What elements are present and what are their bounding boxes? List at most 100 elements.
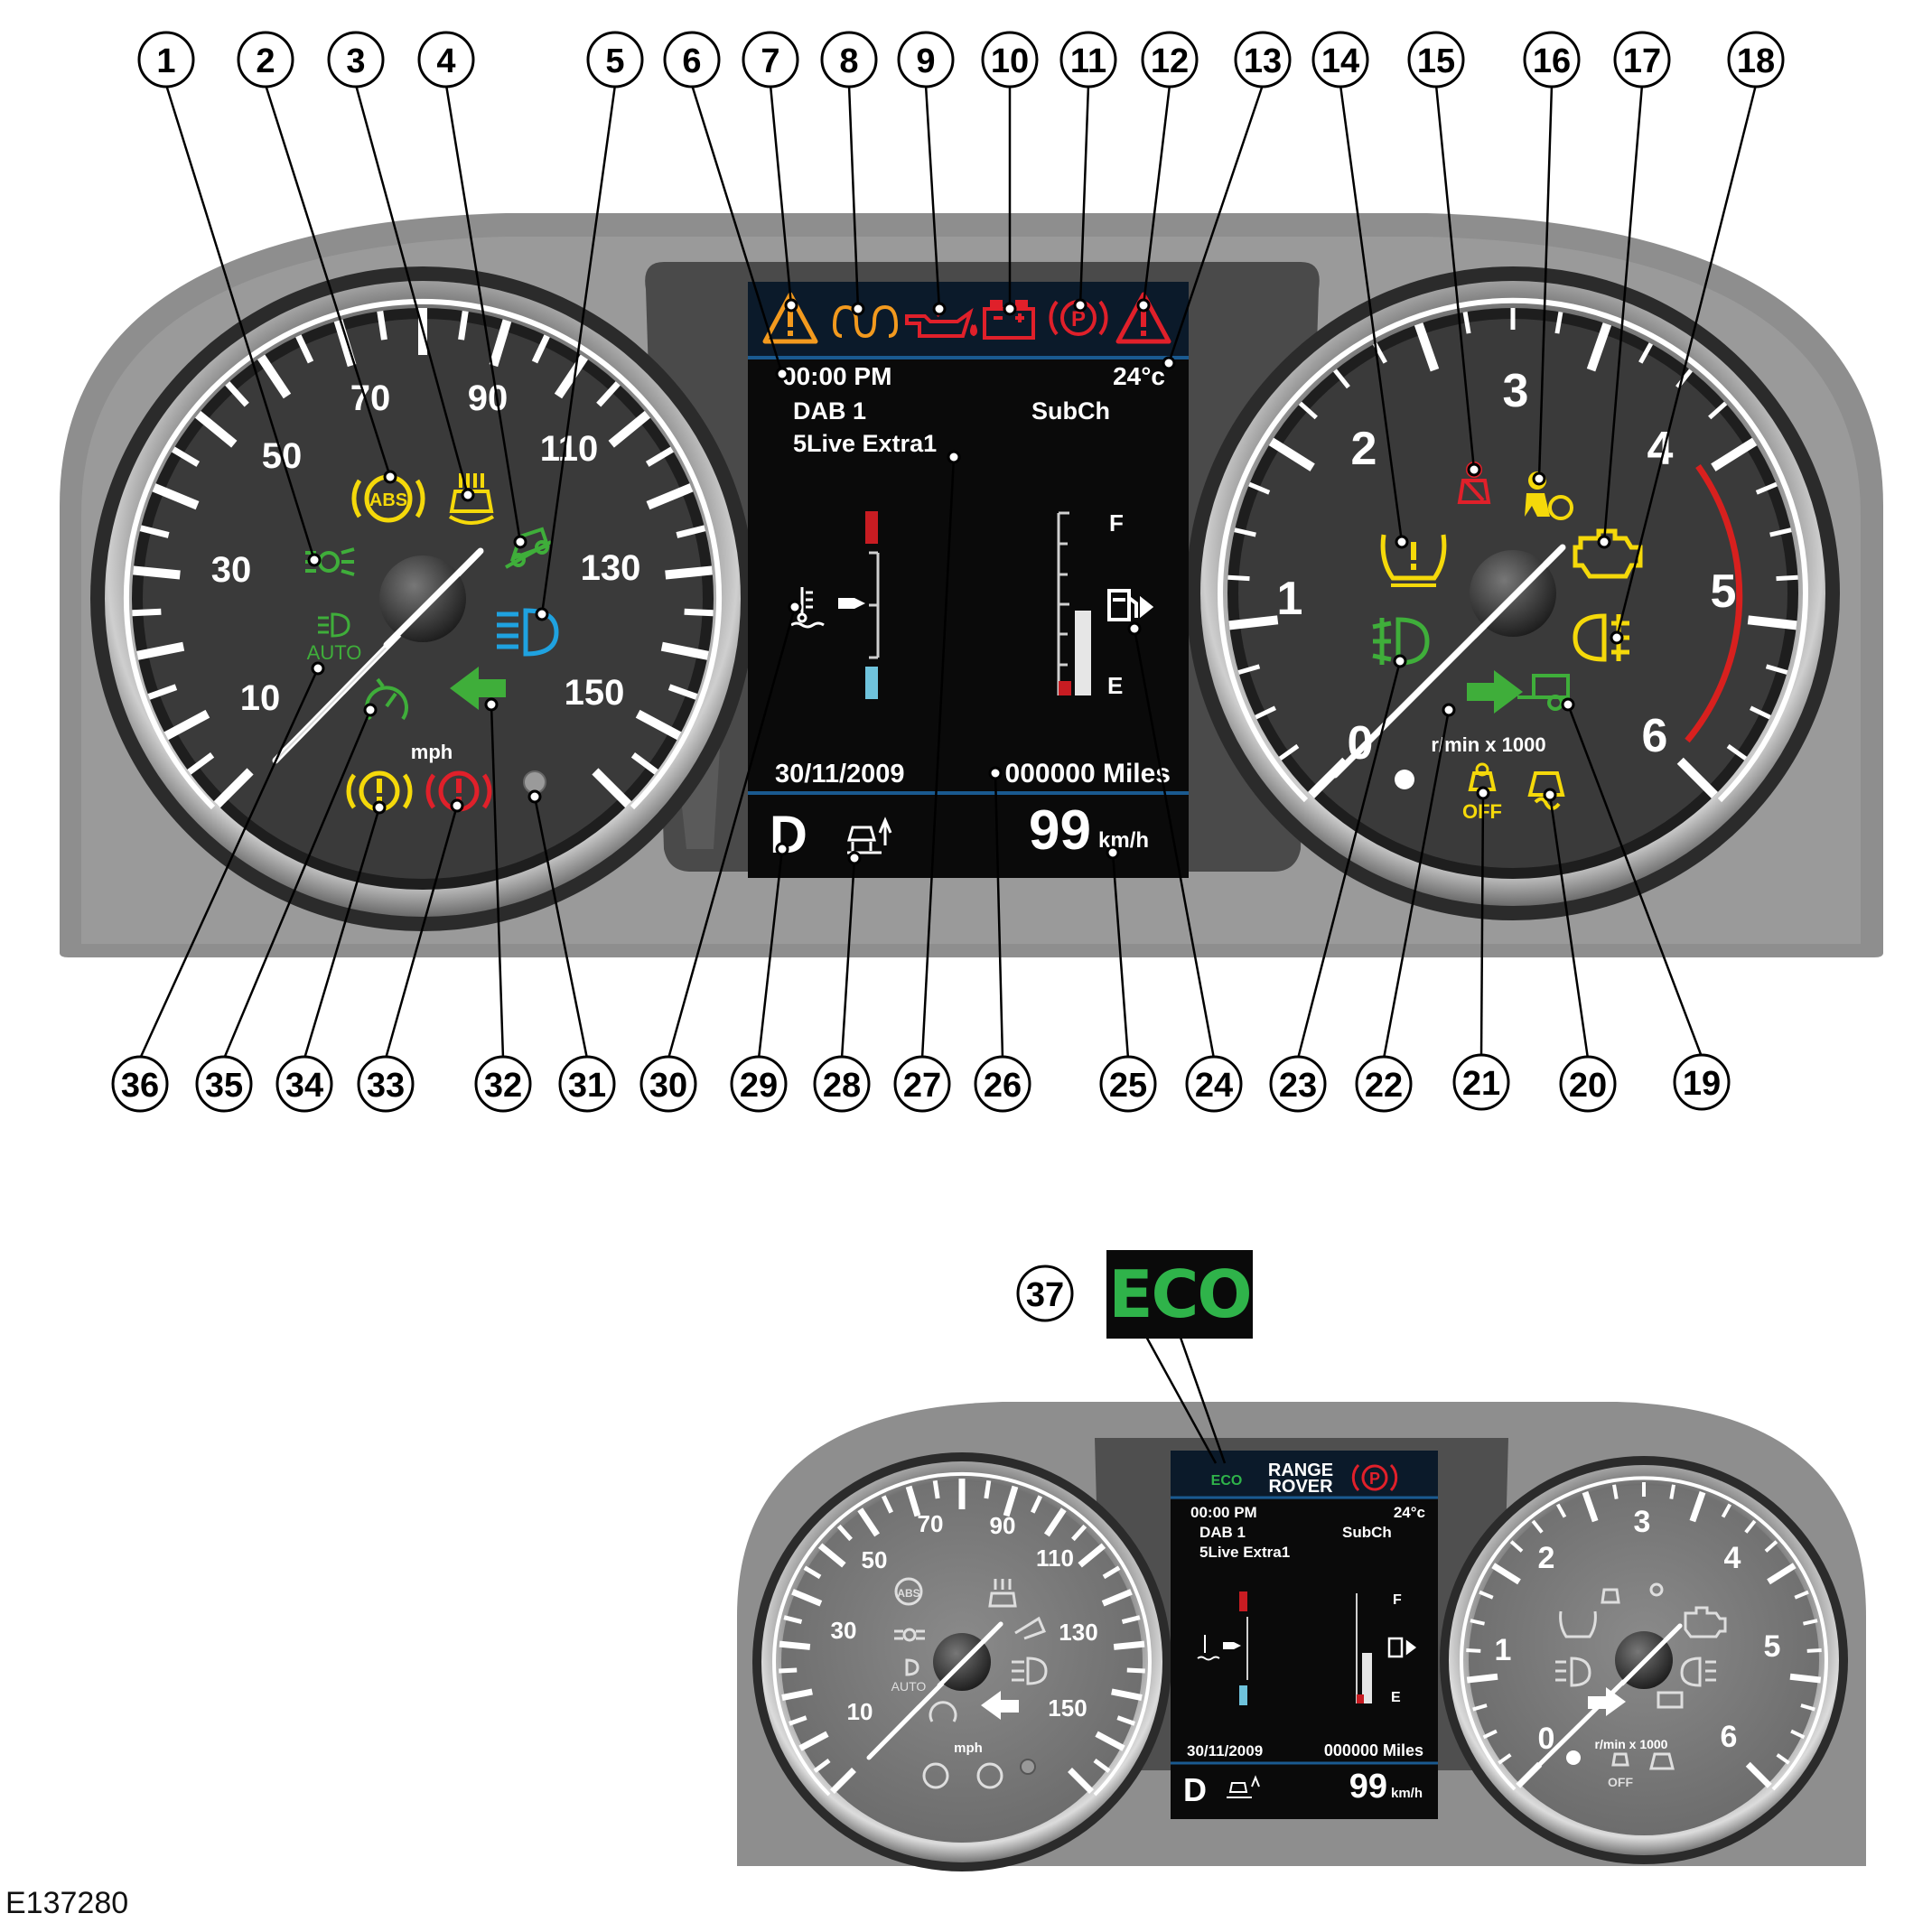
speedo-label-130: 130 bbox=[581, 548, 641, 588]
speedo-label-10: 10 bbox=[240, 678, 281, 718]
eco-cluster: 10 30 50 70 90 110 130 150 mph bbox=[737, 1402, 1866, 1871]
dial-tick bbox=[1669, 1484, 1675, 1499]
left-turn-indicator-icon bbox=[450, 667, 506, 710]
eco-tacho-label-3: 3 bbox=[1634, 1505, 1651, 1539]
callout-number: 10 bbox=[991, 42, 1029, 80]
dial-tick bbox=[489, 319, 512, 368]
leader-endpoint bbox=[775, 842, 789, 856]
leader-line bbox=[1296, 660, 1402, 1059]
tachometer: 0 1 2 3 4 5 6 r/min x 1000 bbox=[1186, 266, 1840, 920]
leader-endpoint bbox=[788, 600, 802, 614]
callout-circle bbox=[1407, 31, 1465, 89]
tacho-label-3: 3 bbox=[1503, 365, 1529, 417]
dial-tick bbox=[1093, 1759, 1111, 1773]
speedometer-scale-labels: 10 30 50 70 90 110 130 150 bbox=[211, 378, 641, 718]
svg-text:24°c: 24°c bbox=[1394, 1504, 1425, 1521]
leader-endpoint bbox=[1127, 621, 1142, 636]
leader-line bbox=[354, 84, 470, 496]
fuel-full-label: F bbox=[1109, 509, 1124, 537]
svg-text:F: F bbox=[1393, 1592, 1402, 1608]
dial-tick bbox=[132, 608, 162, 617]
dial-tick bbox=[789, 1715, 807, 1726]
leader-line bbox=[490, 704, 505, 1059]
leader-endpoint bbox=[784, 298, 798, 313]
eco-speedo-label-10: 10 bbox=[847, 1698, 873, 1725]
callout-number: 26 bbox=[984, 1067, 1022, 1105]
dial-tick bbox=[857, 1507, 881, 1537]
leader-line bbox=[1142, 84, 1171, 306]
eco-leader-lines bbox=[1143, 1334, 1227, 1464]
dial-tick bbox=[836, 1524, 853, 1542]
dial-tick bbox=[1531, 1519, 1544, 1534]
tachometer-unit-label: r/min x 1000 bbox=[1431, 733, 1545, 756]
leader-endpoint bbox=[847, 851, 862, 865]
leader-endpoint bbox=[461, 488, 475, 502]
dial-tick bbox=[1789, 1673, 1822, 1684]
callout-number: 13 bbox=[1244, 42, 1282, 80]
eco-dipped-beam-icon bbox=[894, 1629, 925, 1640]
leader-line bbox=[444, 84, 522, 543]
dial-tick bbox=[163, 709, 210, 741]
dial-tick bbox=[213, 768, 254, 808]
eco-tacho-label-2: 2 bbox=[1538, 1541, 1555, 1575]
callout-circle bbox=[1452, 1053, 1510, 1111]
leader-line bbox=[1602, 84, 1644, 543]
dial-tick bbox=[1116, 1715, 1135, 1726]
leader-endpoint bbox=[363, 703, 378, 717]
speedometer-hub bbox=[379, 555, 466, 642]
eco-trailer-icon bbox=[1657, 1691, 1684, 1709]
coolant-pointer bbox=[838, 598, 865, 609]
dial-tick bbox=[136, 641, 185, 660]
dial-tick bbox=[596, 381, 621, 407]
eco-front-fog-icon bbox=[1555, 1657, 1591, 1687]
callout-number: 28 bbox=[823, 1067, 861, 1105]
svg-text:P: P bbox=[1369, 1470, 1380, 1488]
callout-circle bbox=[1523, 31, 1581, 89]
callout-number: 4 bbox=[436, 42, 455, 80]
callout-circle bbox=[275, 1055, 333, 1113]
trip-reset-button[interactable] bbox=[523, 770, 546, 794]
callout-circle bbox=[417, 31, 475, 89]
dial-tick bbox=[1790, 1729, 1806, 1740]
leader-endpoint bbox=[1597, 535, 1611, 549]
tachometer-scale-ring bbox=[1218, 297, 1808, 803]
eco-speedo-label-50: 50 bbox=[862, 1546, 888, 1573]
brand-logo-line1: RANGE bbox=[1268, 1461, 1333, 1480]
callout-circle bbox=[195, 1055, 253, 1113]
speedo-label-30: 30 bbox=[211, 550, 252, 590]
dial-tick bbox=[458, 310, 469, 341]
tacho-label-5: 5 bbox=[1711, 565, 1737, 618]
eco-speedo-label-130: 130 bbox=[1059, 1619, 1097, 1646]
dial-tick bbox=[172, 446, 201, 467]
svg-text:DAB 1: DAB 1 bbox=[1199, 1524, 1246, 1541]
eco-hill-descent-icon bbox=[1014, 1616, 1047, 1640]
fuel-pump-icon bbox=[1107, 589, 1154, 621]
eco-tacho-label-5: 5 bbox=[1764, 1629, 1781, 1664]
tacho-label-6: 6 bbox=[1642, 710, 1668, 762]
dial-tick bbox=[676, 525, 706, 538]
leader-endpoint bbox=[383, 470, 397, 484]
callout-number: 35 bbox=[205, 1067, 243, 1105]
dial-tick bbox=[1708, 401, 1728, 420]
dial-tick bbox=[1043, 1507, 1067, 1537]
callout-number: 37 bbox=[1026, 1276, 1064, 1314]
svg-text:P: P bbox=[1071, 307, 1086, 331]
leader-endpoint bbox=[988, 766, 1003, 780]
dial-tick bbox=[1234, 527, 1256, 537]
dial-tick bbox=[1800, 1703, 1815, 1712]
display-odometer: 000000 Miles bbox=[1005, 759, 1171, 789]
dial-tick bbox=[133, 565, 181, 580]
callout-circle bbox=[327, 31, 385, 89]
dial-tick bbox=[1749, 705, 1771, 720]
fuel-gauge: F E bbox=[1057, 509, 1154, 699]
dial-tick bbox=[1102, 1565, 1121, 1580]
dial-tick bbox=[635, 709, 682, 741]
dial-tick bbox=[592, 768, 632, 808]
leader-line bbox=[1382, 709, 1451, 1059]
eco-airbag-icon bbox=[1649, 1582, 1664, 1597]
dial-tick bbox=[1113, 1640, 1145, 1650]
tachometer-redline bbox=[1685, 463, 1743, 743]
svg-text:99: 99 bbox=[1349, 1768, 1387, 1806]
svg-text:D: D bbox=[1183, 1771, 1207, 1808]
display-time: 00:00 PM bbox=[782, 362, 891, 390]
